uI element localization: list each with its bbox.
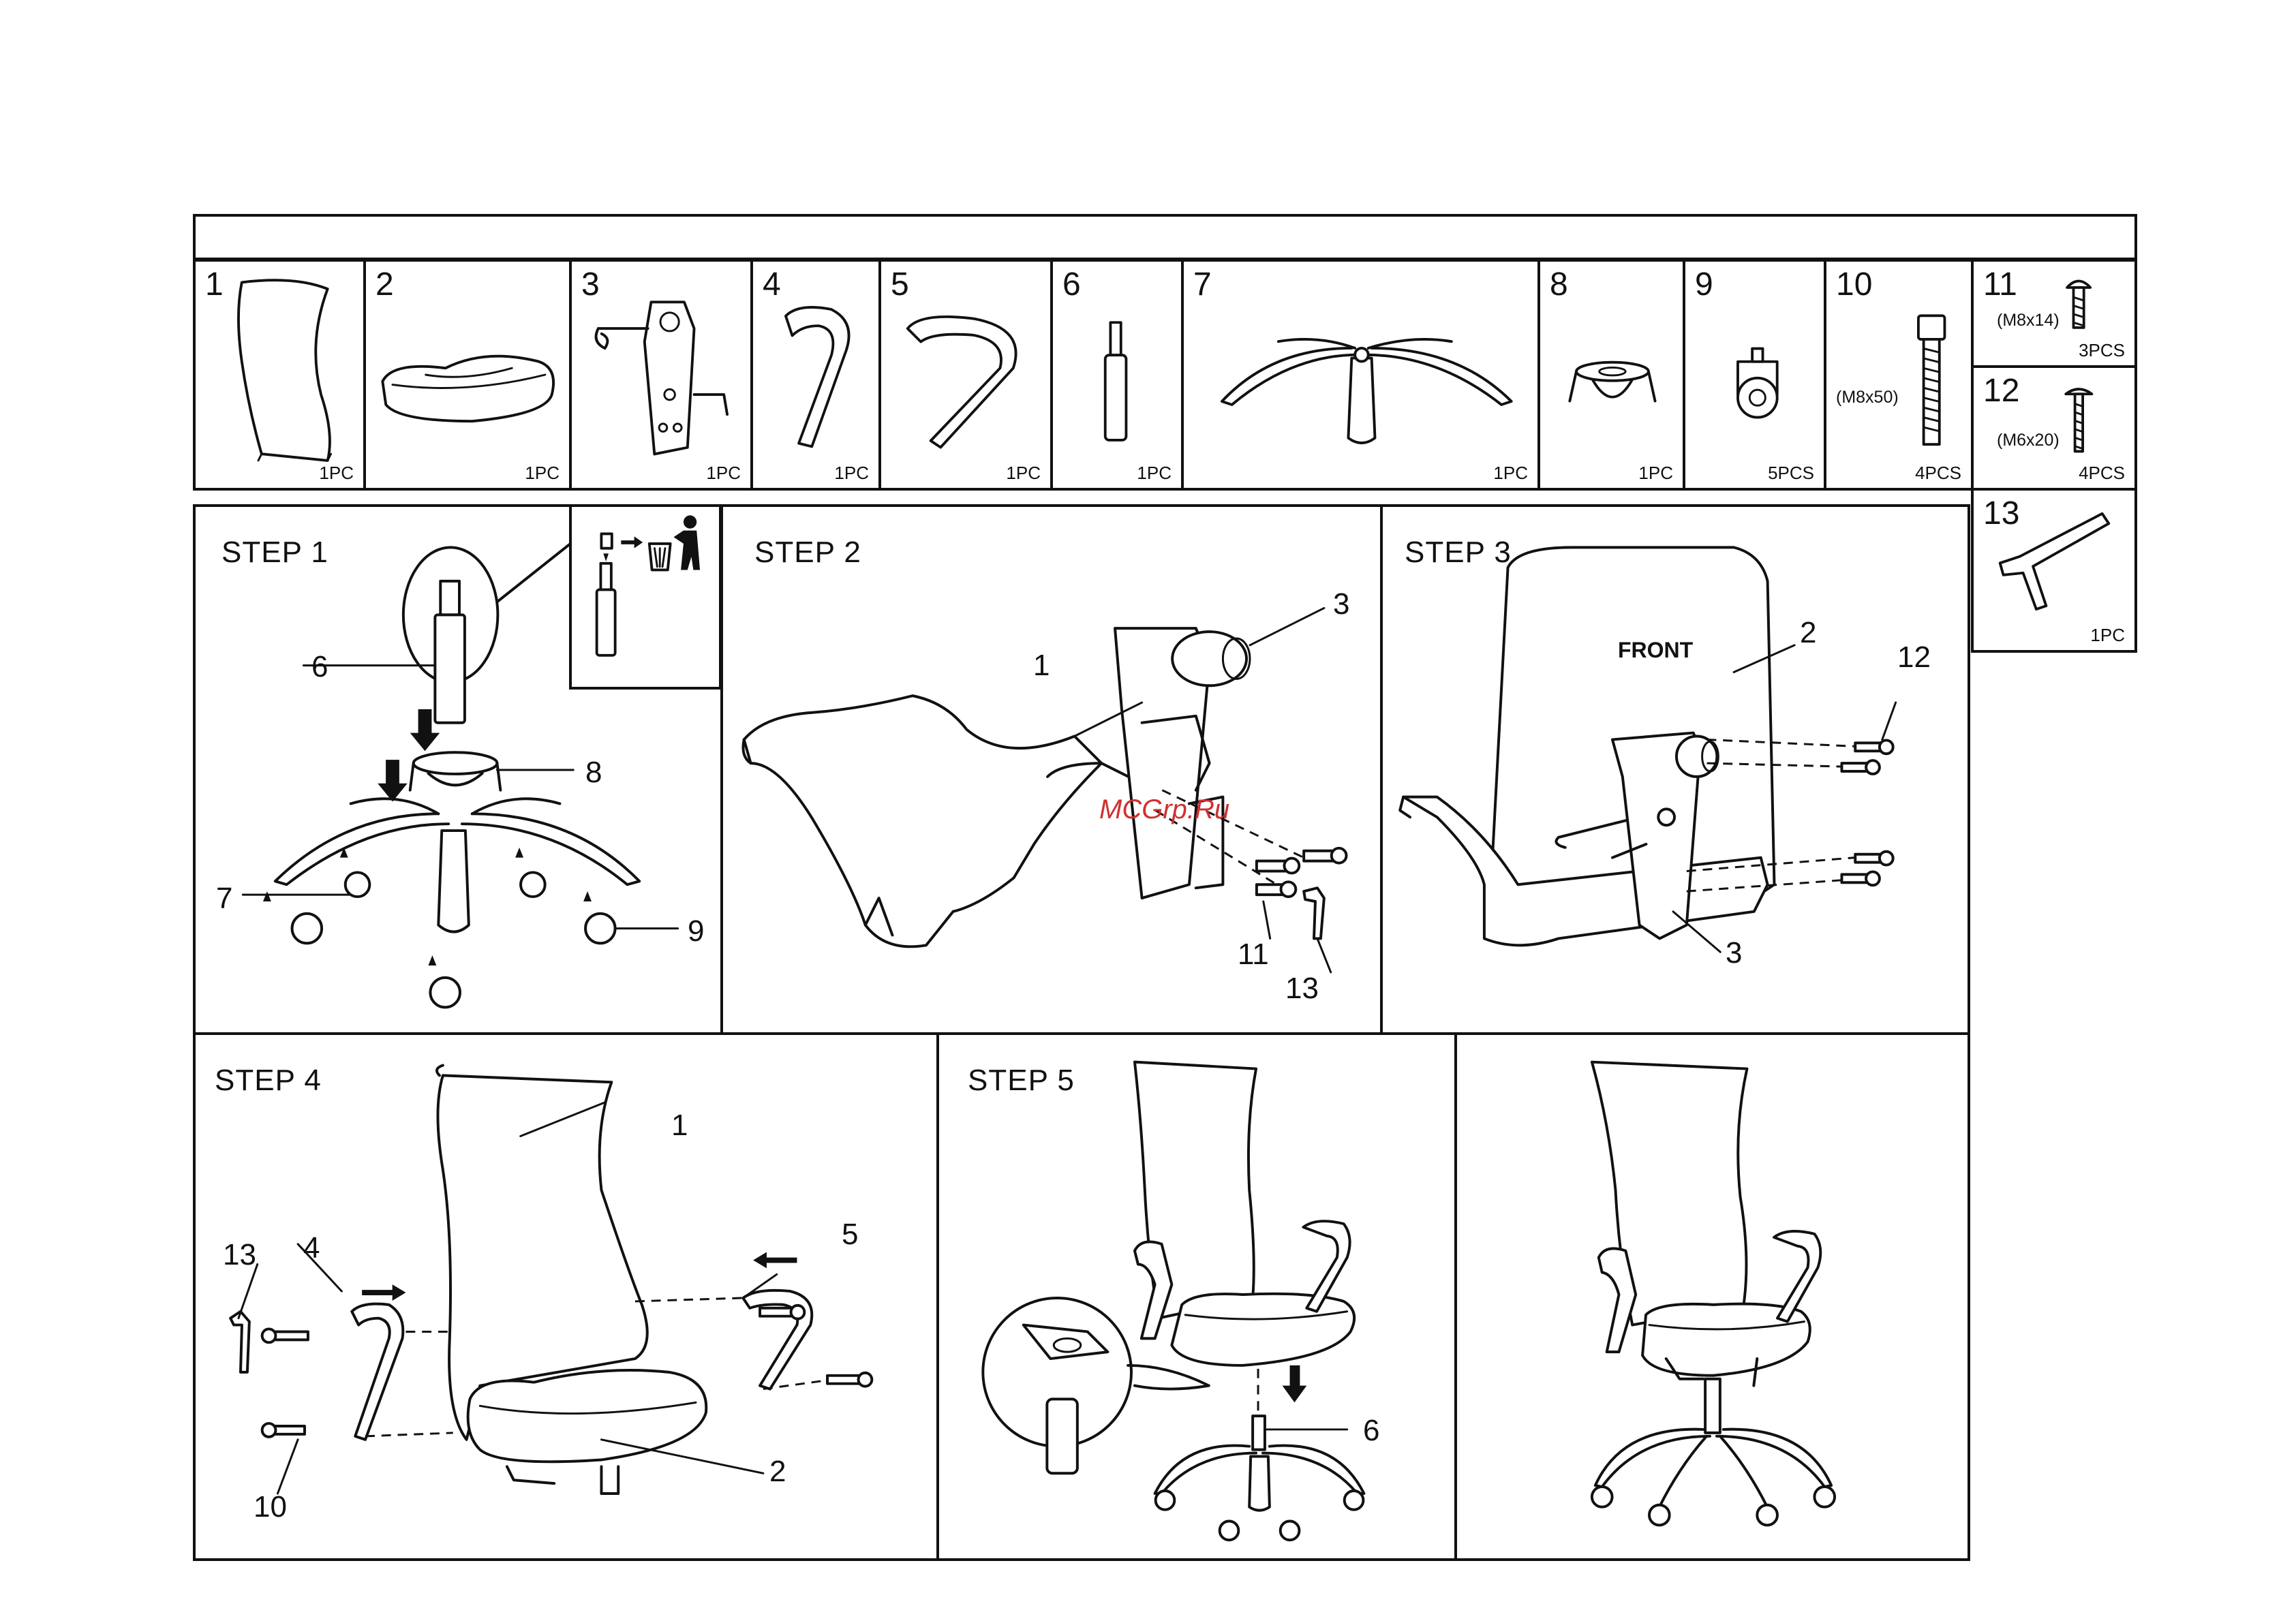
step2-panel: STEP 2 1 3 11 13 bbox=[720, 504, 1383, 1036]
base-cover-icon bbox=[1540, 262, 1683, 488]
step5-panel: STEP 5 6 bbox=[936, 1032, 1457, 1561]
step1-callout-7: 7 bbox=[216, 882, 232, 916]
step2-callout-1: 1 bbox=[1033, 649, 1050, 683]
part-cell-11: 11 (M8x14) 3PCS bbox=[1971, 259, 2137, 368]
seat-cushion-icon bbox=[366, 262, 569, 488]
step4-callout-13: 13 bbox=[223, 1238, 256, 1272]
step5-callout-6: 6 bbox=[1363, 1414, 1379, 1448]
step4-callout-4: 4 bbox=[303, 1231, 320, 1265]
step1-callout-6: 6 bbox=[311, 650, 328, 684]
part-qty: 4PCS bbox=[2079, 463, 2125, 484]
part-cell-10: 10 (M8x50) 4PCS bbox=[1824, 259, 1974, 491]
part-cell-2: 2 1PC bbox=[363, 259, 572, 491]
discard-cap-inset bbox=[569, 504, 722, 690]
part-qty: 1PC bbox=[1006, 463, 1041, 484]
step5-illustration bbox=[939, 1035, 1454, 1558]
part-qty: 1PC bbox=[1137, 463, 1172, 484]
bolt-m8x50-icon bbox=[1826, 262, 1971, 488]
step2-callout-3: 3 bbox=[1333, 587, 1349, 621]
part-cell-5: 5 1PC bbox=[878, 259, 1053, 491]
part-qty: 5PCS bbox=[1768, 463, 1814, 484]
part-cell-9: 9 5PCS bbox=[1683, 259, 1826, 491]
step4-callout-2: 2 bbox=[769, 1455, 786, 1489]
backrest-mesh-icon bbox=[196, 262, 363, 488]
step2-callout-13: 13 bbox=[1285, 972, 1319, 1006]
part-qty: 3PCS bbox=[2079, 340, 2125, 361]
part-cell-6: 6 1PC bbox=[1050, 259, 1184, 491]
part-qty: 1PC bbox=[319, 463, 354, 484]
tilt-mechanism-icon bbox=[572, 262, 750, 488]
part-cell-4: 4 1PC bbox=[750, 259, 881, 491]
armrest-left-icon bbox=[753, 262, 878, 488]
part-qty: 1PC bbox=[525, 463, 560, 484]
step1-callout-8: 8 bbox=[585, 756, 602, 790]
gas-lift-icon bbox=[1053, 262, 1181, 488]
step1-callout-9: 9 bbox=[688, 914, 704, 948]
header-bar bbox=[193, 214, 2137, 260]
step3-callout-3: 3 bbox=[1726, 936, 1742, 970]
armrest-right-icon bbox=[881, 262, 1050, 488]
part-cell-12: 12 (M6x20) 4PCS bbox=[1971, 365, 2137, 491]
step4-panel: STEP 4 bbox=[193, 1032, 939, 1561]
part-qty: 1PC bbox=[2090, 625, 2125, 646]
final-chair-panel bbox=[1454, 1032, 1970, 1561]
part-cell-7: 7 1PC bbox=[1181, 259, 1540, 491]
part-qty: 1PC bbox=[1638, 463, 1673, 484]
watermark-text: MCGrp.Ru bbox=[1099, 794, 1229, 825]
part-qty: 1PC bbox=[834, 463, 869, 484]
star-base-icon bbox=[1184, 262, 1537, 488]
step3-panel: STEP 3 FRONT 2 bbox=[1380, 504, 1970, 1036]
person-icon bbox=[684, 515, 697, 528]
step2-callout-11: 11 bbox=[1238, 938, 1269, 972]
step4-callout-10: 10 bbox=[254, 1490, 287, 1524]
assembled-chair-illustration bbox=[1457, 1035, 1968, 1558]
discard-cap-illustration bbox=[572, 507, 719, 687]
step2-illustration bbox=[723, 507, 1380, 1033]
part-qty: 1PC bbox=[706, 463, 741, 484]
part-qty: 1PC bbox=[1493, 463, 1528, 484]
step3-callout-2: 2 bbox=[1800, 616, 1816, 650]
step4-callout-5: 5 bbox=[842, 1218, 858, 1252]
step3-callout-12: 12 bbox=[1897, 640, 1931, 675]
part-cell-1: 1 1PC bbox=[193, 259, 366, 491]
step4-illustration bbox=[196, 1035, 936, 1558]
caster-icon bbox=[1685, 262, 1824, 488]
part-cell-8: 8 1PC bbox=[1537, 259, 1685, 491]
part-cell-13: 13 1PC bbox=[1971, 488, 2137, 653]
part-qty: 4PCS bbox=[1915, 463, 1961, 484]
step3-illustration bbox=[1383, 507, 1968, 1033]
seat-front-label: FRONT bbox=[1618, 638, 1693, 663]
part-cell-3: 3 1PC bbox=[569, 259, 753, 491]
step4-callout-1: 1 bbox=[671, 1109, 688, 1143]
